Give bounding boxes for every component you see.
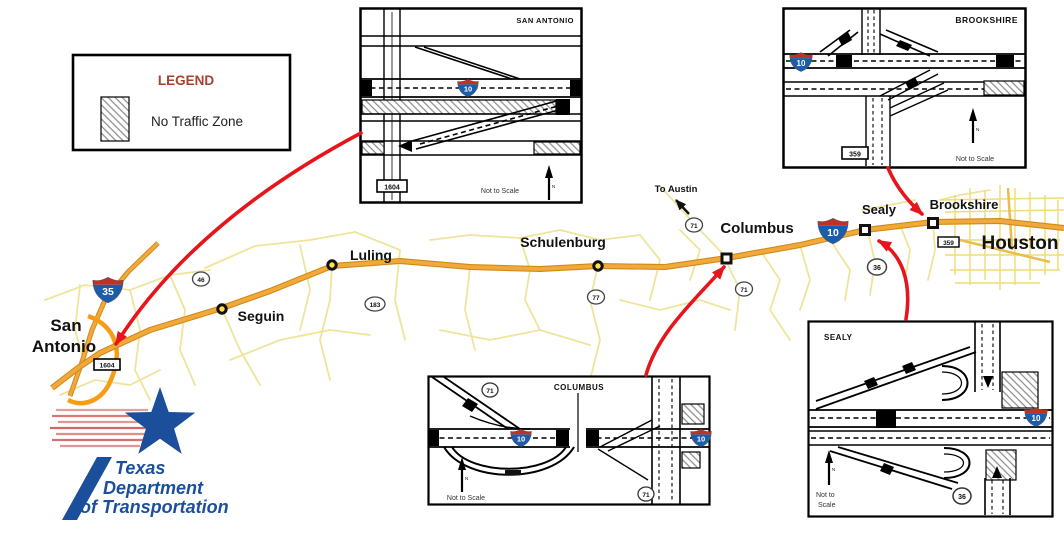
inset-sa-i10-shield-icon: 10	[457, 79, 479, 98]
svg-text:36: 36	[873, 265, 881, 272]
svg-text:10: 10	[697, 435, 705, 444]
houston-street-grid	[938, 185, 1064, 290]
logo-text-line1: Texas	[115, 458, 165, 478]
city-marker-columbus	[720, 252, 733, 265]
city-marker-brookshire	[927, 217, 939, 229]
inset-brookshire: 359 10 BROOKSHIRE Not to Scale N	[782, 7, 1027, 169]
city-marker-seguin	[216, 303, 228, 315]
inset-cb-r71-top-marker: 71	[481, 382, 499, 398]
label-antonio: Antonio	[32, 337, 96, 356]
inset-sl-note-line2: Scale	[818, 502, 836, 509]
svg-text:36: 36	[958, 494, 966, 501]
inset-sa-title: SAN ANTONIO	[516, 16, 574, 25]
inset-bk-note: Not to Scale	[956, 156, 994, 163]
label-luling: Luling	[350, 247, 392, 263]
svg-text:1604: 1604	[384, 185, 400, 192]
inset-sl-i10-shield-icon: 10	[1024, 407, 1048, 428]
to-austin-arrow-icon	[675, 199, 690, 215]
label-houston: Houston	[981, 233, 1058, 254]
inset-bk-i10-shield-icon: 10	[789, 52, 813, 73]
callout-arrow-sealy	[877, 239, 910, 321]
callout-arrow-columbus	[644, 265, 726, 377]
city-marker-luling	[326, 259, 338, 271]
fm-1604-marker: 1604	[93, 358, 121, 371]
legend: LEGEND No Traffic Zone	[71, 53, 292, 152]
inset-bk-title: BROOKSHIRE	[955, 15, 1018, 25]
logo-text-line2: Department	[103, 478, 204, 498]
inset-bk-fm359-marker: 359	[841, 146, 869, 160]
inset-cb-title: COLUMBUS	[554, 383, 604, 392]
inset-cb-note: Not to Scale	[447, 495, 485, 502]
svg-text:71: 71	[642, 492, 650, 499]
inset-sealy: 36 10 SEALY Not to Scale N	[807, 320, 1054, 518]
svg-text:77: 77	[592, 295, 600, 302]
i35-shield-icon: 35	[92, 276, 124, 304]
callout-arrow-san-antonio	[114, 131, 363, 346]
callout-arrow-brookshire	[886, 166, 924, 216]
svg-text:10: 10	[517, 435, 525, 444]
inset-cb-i10-left-shield-icon: 10	[510, 429, 532, 448]
legend-title: LEGEND	[158, 73, 215, 88]
label-brookshire: Brookshire	[930, 197, 999, 212]
i10-shield-icon: 10	[817, 217, 849, 245]
txdot-logo: Texas Department of Transportation	[50, 387, 229, 520]
logo-speed-lines	[50, 408, 150, 448]
label-seguin: Seguin	[238, 308, 285, 324]
svg-text:183: 183	[370, 302, 381, 309]
fm-359-marker: 359	[937, 236, 960, 248]
svg-text:359: 359	[849, 152, 861, 159]
inset-san-antonio: 1604 10 SAN ANTONIO Not to Scale N	[359, 7, 583, 204]
main-map: San Antonio Seguin Luling Schulenburg Co…	[32, 184, 1064, 406]
inset-cb-r71-bottom-marker: 71	[637, 486, 655, 502]
svg-text:10: 10	[464, 85, 472, 94]
svg-text:46: 46	[197, 277, 205, 284]
inset-cb-north-label: N	[465, 476, 468, 481]
inset-sl-note-line1: Not to	[816, 492, 835, 499]
i10-highway	[50, 218, 1064, 391]
route-183-marker: 183	[364, 296, 386, 312]
svg-text:10: 10	[1032, 414, 1041, 423]
route-36-marker: 36	[866, 258, 888, 276]
logo-star-icon	[124, 387, 196, 454]
inset-bk-north-label: N	[976, 127, 979, 132]
label-to-austin: To Austin	[655, 184, 698, 195]
svg-text:71: 71	[486, 388, 494, 395]
inset-columbus: 71 71 10 10 COLUMBUS Not to Scale N	[427, 375, 713, 506]
inset-sa-fm1604-marker: 1604	[376, 179, 408, 193]
svg-text:71: 71	[690, 223, 698, 230]
loop-1604-road	[66, 313, 119, 406]
label-sealy: Sealy	[862, 202, 897, 217]
svg-text:71: 71	[740, 287, 748, 294]
route-71-marker-south: 71	[734, 281, 754, 297]
no-traffic-zone-swatch	[100, 96, 130, 142]
secondary-road-network	[44, 185, 991, 401]
svg-text:359: 359	[943, 240, 954, 247]
city-marker-sealy	[859, 224, 871, 236]
inset-sa-note: Not to Scale	[481, 188, 519, 195]
svg-text:10: 10	[827, 227, 839, 239]
logo-text-line3: of Transportation	[80, 497, 229, 517]
route-71-marker-north: 71	[684, 217, 704, 233]
inset-sl-north-label: N	[832, 467, 835, 472]
city-marker-schulenburg	[592, 260, 604, 272]
route-77-marker: 77	[586, 289, 606, 305]
label-columbus: Columbus	[720, 220, 793, 237]
inset-sa-north-label: N	[552, 184, 555, 189]
label-schulenburg: Schulenburg	[520, 234, 606, 250]
callout-arrows	[114, 131, 924, 377]
inset-cb-i10-right-shield-icon: 10	[690, 429, 712, 448]
svg-text:10: 10	[797, 59, 806, 68]
svg-text:35: 35	[102, 286, 114, 298]
route-46-marker: 46	[191, 271, 211, 287]
inset-sl-r36-marker: 36	[952, 487, 972, 505]
logo-slash-icon	[62, 457, 112, 520]
legend-item-label: No Traffic Zone	[151, 114, 243, 129]
inset-sl-title: SEALY	[824, 333, 853, 342]
svg-text:1604: 1604	[99, 363, 114, 370]
label-san: San	[50, 316, 81, 335]
